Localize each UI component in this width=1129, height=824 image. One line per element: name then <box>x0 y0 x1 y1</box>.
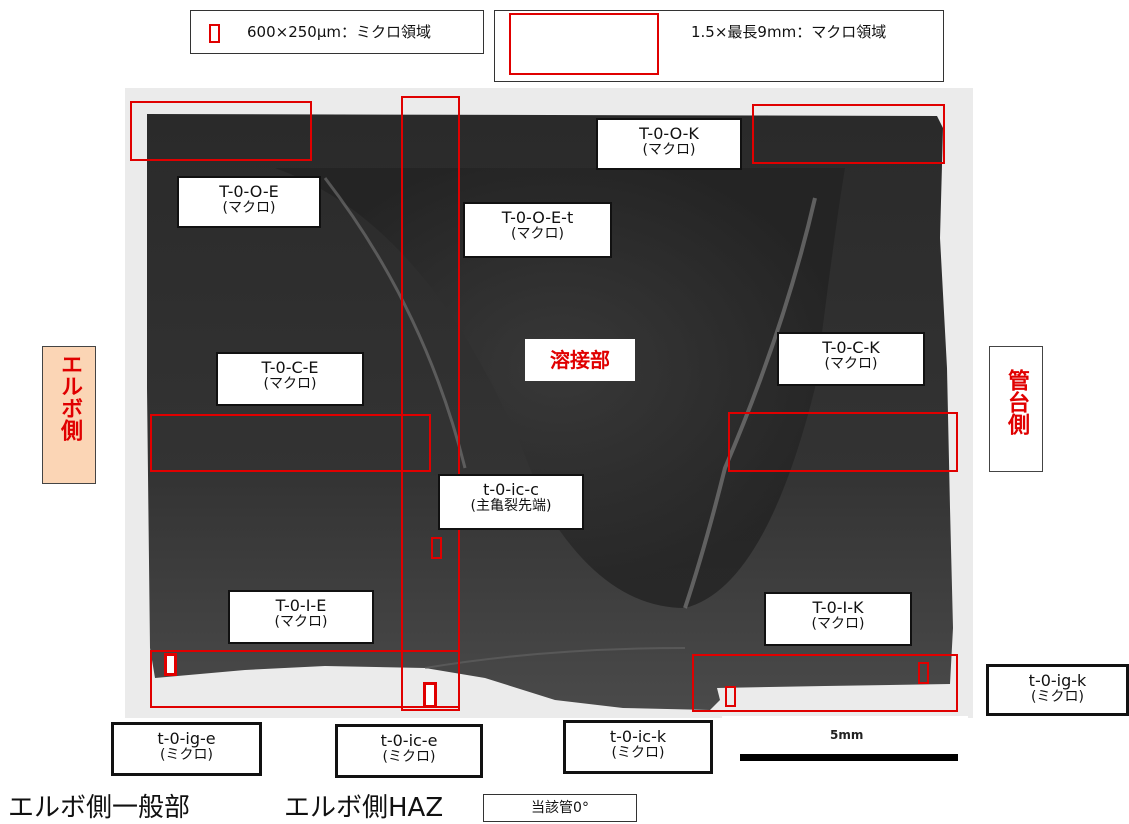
legend-macro-text: 1.5×最長9mm：マクロ領域 <box>691 23 887 41</box>
label-t-0-ic-c-sub: (主亀裂先端) <box>470 498 552 514</box>
micro-region-ic-k <box>725 686 736 707</box>
label-t-0-i-k-name: T-0-I-K <box>812 598 864 617</box>
label-t-0-ig-k-name: t-0-ig-k <box>1028 671 1087 690</box>
pipe-side-label: 管台側 <box>989 346 1043 472</box>
label-t-0-ig-k-sub: (ミクロ) <box>1031 689 1084 705</box>
label-t-0-o-e-t: T-0-O-E-t (マクロ) <box>463 202 612 258</box>
label-t-0-c-e-sub: (マクロ) <box>263 376 317 392</box>
label-t-0-o-e-name: T-0-O-E <box>219 182 279 201</box>
label-t-0-c-k: T-0-C-K (マクロ) <box>777 332 925 386</box>
macro-region-inner-elbow <box>150 650 460 708</box>
label-t-0-i-e-sub: (マクロ) <box>274 614 328 630</box>
macro-region-outer-pipe <box>752 104 945 164</box>
micro-region-ig-k <box>918 662 929 684</box>
micro-region-crack-tip <box>431 537 442 559</box>
label-t-0-ic-k-name: t-0-ic-k <box>609 727 667 746</box>
caption-elbow-haz: エルボ側HAZ <box>284 793 444 823</box>
elbow-side-text: エルボ側 <box>57 353 82 441</box>
label-t-0-ig-k: t-0-ig-k (ミクロ) <box>986 664 1129 716</box>
label-t-0-o-e: T-0-O-E (マクロ) <box>177 176 321 228</box>
label-t-0-i-k-sub: (マクロ) <box>811 616 865 632</box>
label-t-0-ic-e-name: t-0-ic-e <box>380 731 438 750</box>
label-t-0-o-k-name: T-0-O-K <box>639 124 699 143</box>
label-t-0-c-k-sub: (マクロ) <box>824 356 878 372</box>
label-t-0-i-k: T-0-I-K (マクロ) <box>764 592 912 646</box>
label-t-0-o-e-sub: (マクロ) <box>222 200 276 216</box>
legend-micro-swatch <box>209 24 220 43</box>
caption-pipe-ref: 当該管0° <box>531 800 589 816</box>
macro-region-inner-pipe <box>692 654 958 712</box>
label-t-0-i-e-name: T-0-I-E <box>275 596 327 615</box>
label-t-0-c-e: T-0-C-E (マクロ) <box>216 352 364 406</box>
specimen-image <box>125 88 973 718</box>
caption-pipe-ref-box: 当該管0° <box>483 794 637 822</box>
pipe-side-text: 管台側 <box>1004 369 1029 435</box>
macro-region-center-elbow <box>150 414 431 472</box>
label-t-0-o-e-t-sub: (マクロ) <box>511 226 564 242</box>
macro-region-center-pipe <box>728 412 958 472</box>
label-t-0-ig-e: t-0-ig-e (ミクロ) <box>111 722 262 776</box>
scale-bar-box: 5mm <box>722 716 968 786</box>
elbow-side-label: エルボ側 <box>42 346 96 484</box>
label-t-0-ic-k-sub: (ミクロ) <box>611 745 665 761</box>
macro-region-crack-vertical <box>401 96 460 711</box>
micro-region-ig-e <box>164 653 177 676</box>
fusion-line-right <box>683 197 817 609</box>
label-t-0-ic-c-name: t-0-ic-c <box>483 480 539 499</box>
legend-micro: 600×250μm：ミクロ領域 <box>190 10 484 54</box>
label-t-0-o-e-t-name: T-0-O-E-t <box>501 208 574 227</box>
fusion-line-left <box>323 177 467 469</box>
label-t-0-c-k-name: T-0-C-K <box>822 338 880 357</box>
macro-region-outer-elbow <box>130 101 312 161</box>
label-t-0-ic-c: t-0-ic-c (主亀裂先端) <box>438 474 584 530</box>
label-t-0-ic-e-sub: (ミクロ) <box>382 749 436 765</box>
label-t-0-ic-e: t-0-ic-e (ミクロ) <box>335 724 483 778</box>
label-t-0-ic-k: t-0-ic-k (ミクロ) <box>563 720 713 774</box>
label-t-0-o-k-sub: (マクロ) <box>642 142 696 158</box>
label-t-0-i-e: T-0-I-E (マクロ) <box>228 590 374 644</box>
caption-elbow-general: エルボ側一般部 <box>8 793 191 823</box>
weld-zone <box>275 168 845 608</box>
label-t-0-ig-e-name: t-0-ig-e <box>157 729 216 748</box>
legend-macro-swatch <box>509 13 659 75</box>
weld-zone-label: 溶接部 <box>525 339 635 381</box>
micro-region-ic-e <box>423 682 437 708</box>
scale-bar-line <box>740 754 958 761</box>
label-t-0-o-k: T-0-O-K (マクロ) <box>596 118 742 170</box>
label-t-0-c-e-name: T-0-C-E <box>261 358 319 377</box>
legend-micro-text: 600×250μm：ミクロ領域 <box>247 23 431 41</box>
root-line <box>424 647 686 669</box>
legend-macro: 1.5×最長9mm：マクロ領域 <box>494 10 944 82</box>
label-t-0-ig-e-sub: (ミクロ) <box>160 747 213 763</box>
scale-bar-label: 5mm <box>830 728 864 742</box>
